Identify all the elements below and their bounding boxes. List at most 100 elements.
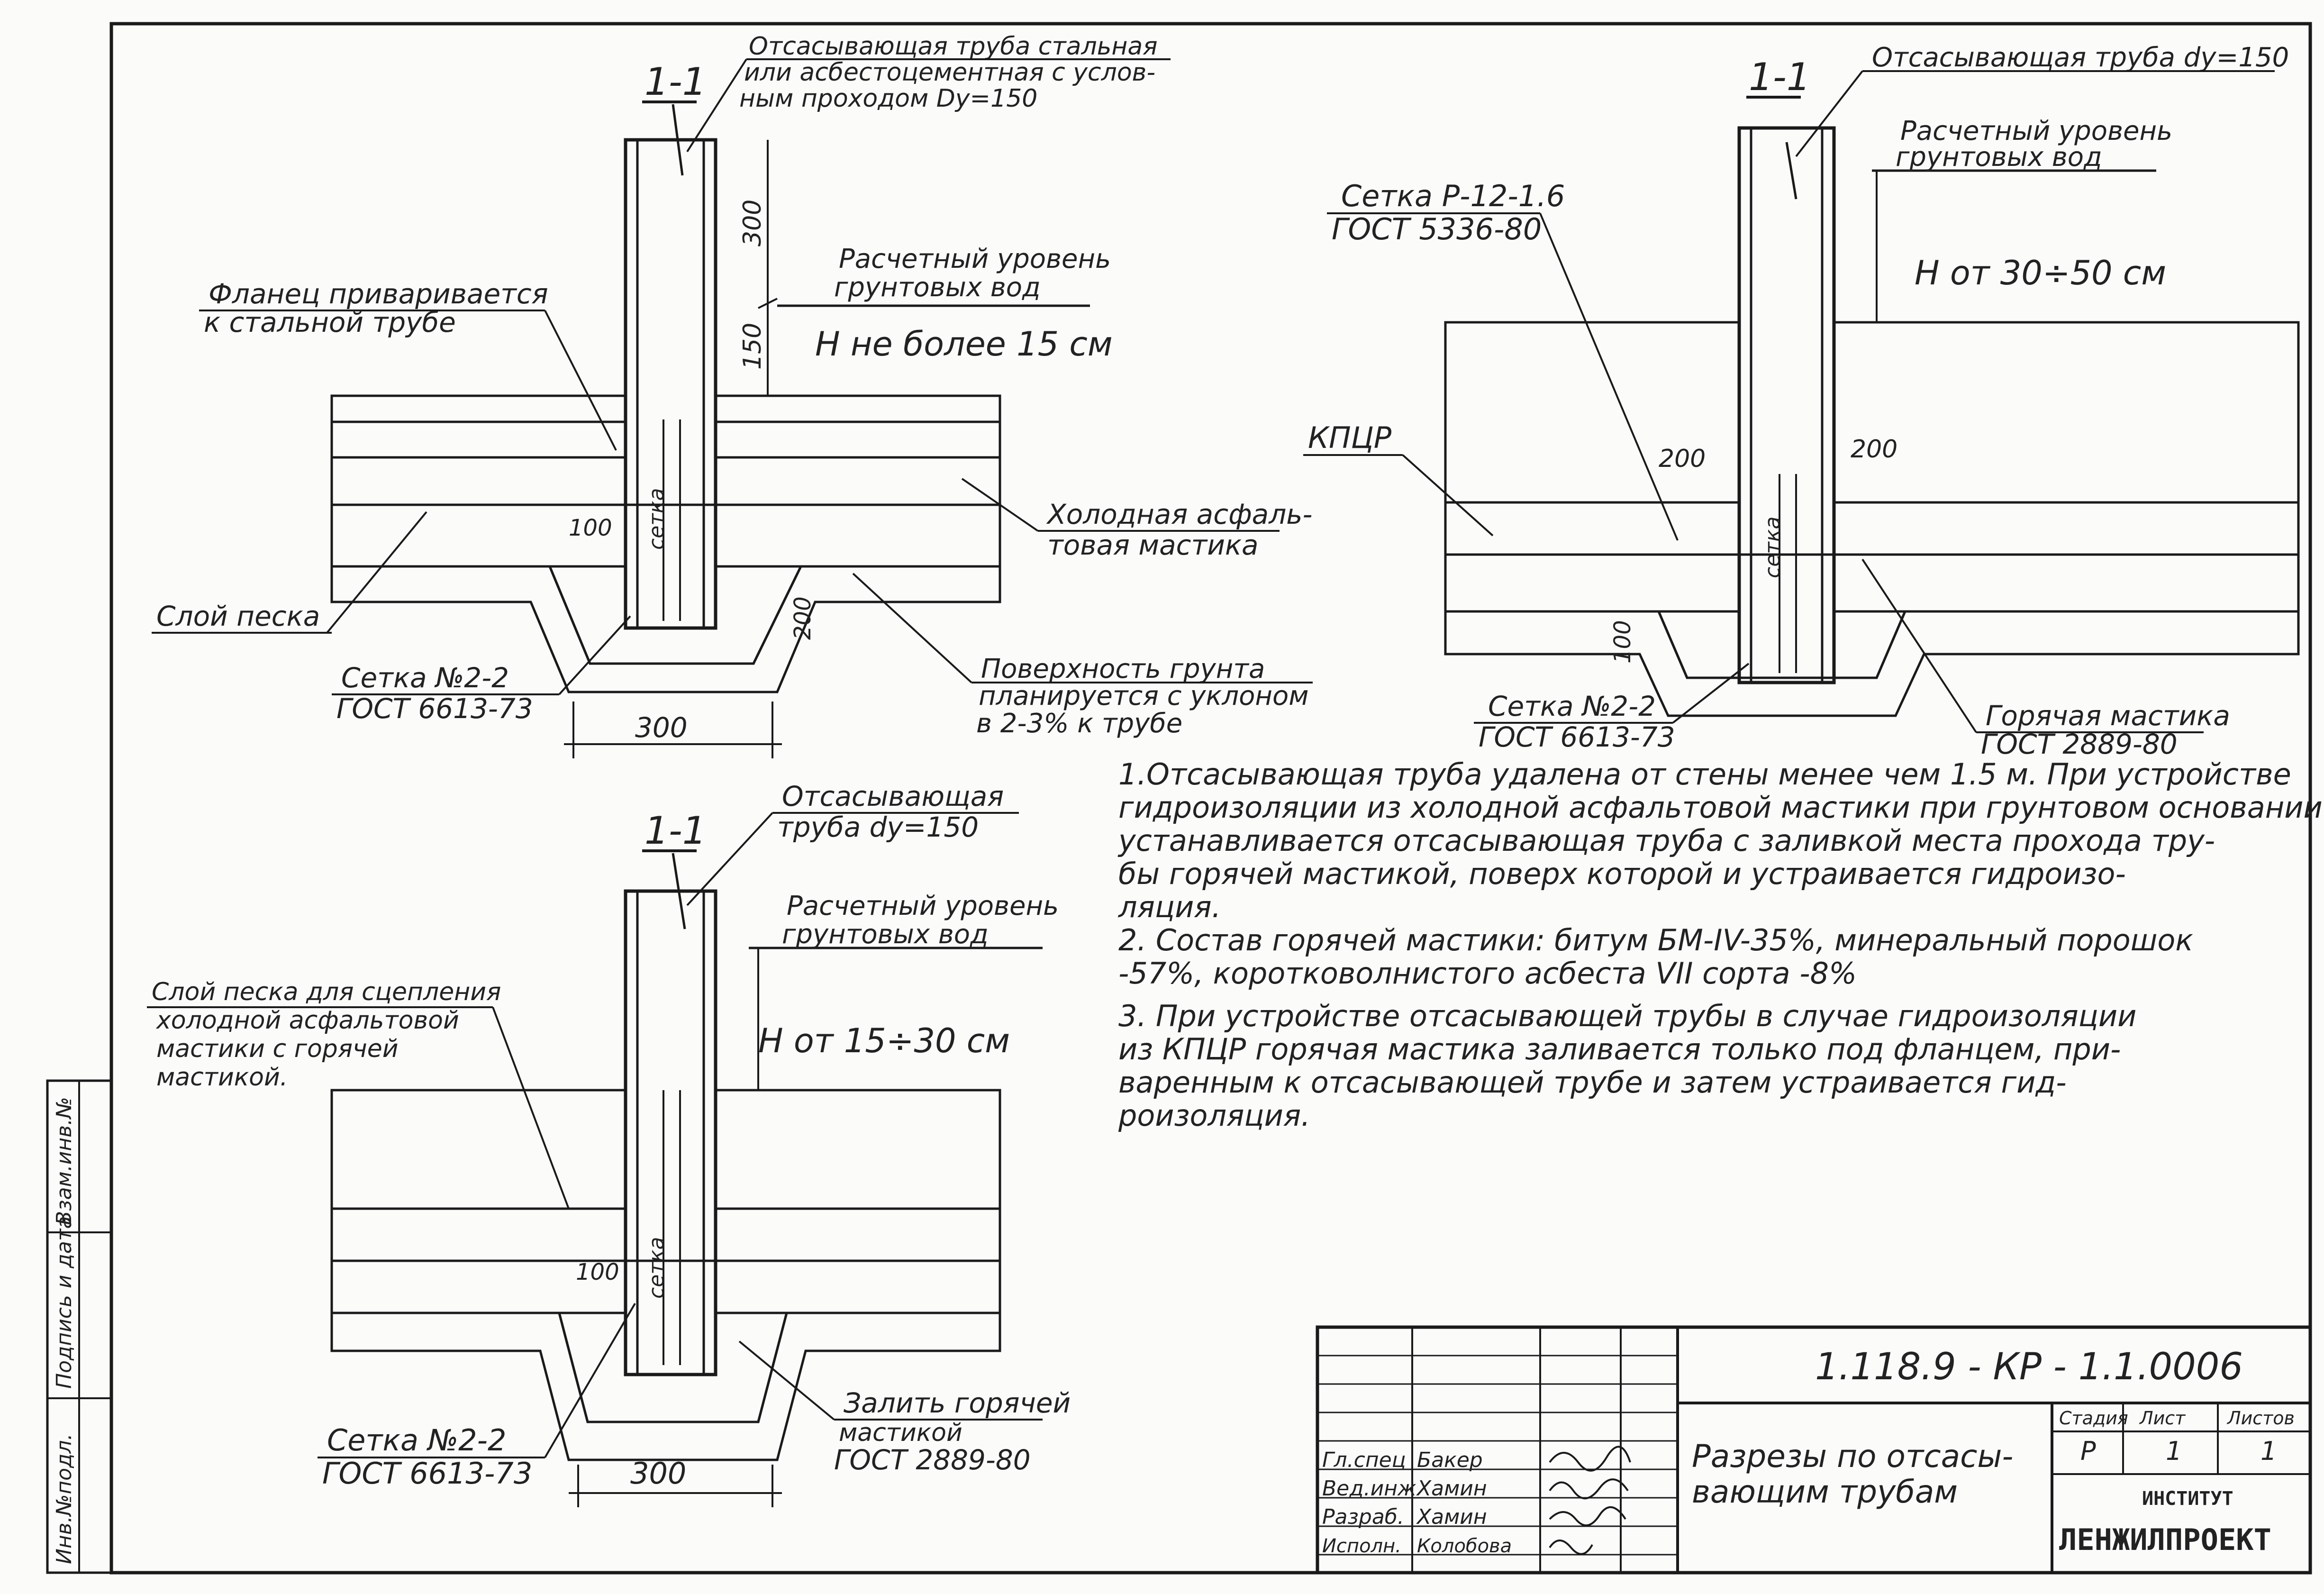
role-1: Гл.спец bbox=[1322, 1448, 1406, 1472]
role-1-name: Бакер bbox=[1417, 1448, 1483, 1472]
hot-mastic-1: Горячая мастика bbox=[1986, 700, 2230, 732]
note-2-line-2: -57%, коротковолнистого асбеста VII сорт… bbox=[1118, 956, 1857, 991]
role-3-name: Хамин bbox=[1416, 1505, 1487, 1529]
section-label: 1-1 bbox=[645, 809, 707, 853]
note-1-line-1: 1.Отсасывающая труба удалена от стены ме… bbox=[1118, 757, 2291, 792]
mesh-1: Сетка №2-2 bbox=[1488, 690, 1656, 722]
water-level-1: Расчетный уровень bbox=[787, 891, 1059, 921]
mesh-1: Сетка №2-2 bbox=[327, 1423, 506, 1457]
signature-3 bbox=[1549, 1506, 1626, 1527]
section-right: 1-1 сетка Отсасывающая труба dу=150 Расч… bbox=[1303, 42, 2300, 760]
kpcr-label: КПЦР bbox=[1308, 420, 1392, 455]
title-block: Гл.спец Бакер Вед.инж Хамин Разраб. Хами… bbox=[1316, 1325, 2312, 1575]
surface-2: планируется с уклоном bbox=[979, 681, 1309, 711]
notes: 1.Отсасывающая труба удалена от стены ме… bbox=[1117, 757, 2323, 1133]
dim-100: 100 bbox=[576, 1259, 619, 1285]
stage-value: Р bbox=[2080, 1436, 2096, 1466]
signature-1 bbox=[1549, 1446, 1631, 1472]
role-3: Разраб. bbox=[1322, 1505, 1404, 1529]
dim-200-left: 200 bbox=[1659, 445, 1706, 473]
side-strip: Инв.№подл. Подпись и дата Взам.инв.№ bbox=[52, 1097, 76, 1564]
mesh-1: Сетка №2-2 bbox=[341, 662, 509, 694]
fill-note-3: ГОСТ 2889-80 bbox=[834, 1444, 1031, 1476]
mastic-1: Холодная асфаль- bbox=[1046, 498, 1312, 530]
institute-label: ИНСТИТУТ bbox=[2142, 1488, 2233, 1510]
sheet-frame bbox=[46, 22, 2312, 1575]
pipe-note-1: Отсасывающая bbox=[782, 780, 1004, 812]
note-2-line-1: 2. Состав горячей мастики: битум БМ-IV-3… bbox=[1118, 923, 2193, 957]
stage-header: Стадия bbox=[2059, 1408, 2128, 1429]
mesh-2: ГОСТ 6613-73 bbox=[336, 692, 533, 725]
water-level-2: грунтовых вод bbox=[834, 272, 1041, 303]
pipe-note-2: или асбестоцементная с услов- bbox=[744, 58, 1155, 87]
mesh-top-1: Сетка Р-12-1.6 bbox=[1341, 179, 1565, 213]
sheets-value: 1 bbox=[2260, 1436, 2277, 1466]
drawing-code: 1.118.9 - КР - 1.1.0006 bbox=[1815, 1346, 2243, 1388]
water-level-2: грунтовых вод bbox=[782, 919, 989, 950]
pipe-word: сетка bbox=[645, 1237, 669, 1299]
mesh-2: ГОСТ 6613-73 bbox=[322, 1456, 532, 1491]
water-level-1: Расчетный уровень bbox=[1900, 116, 2172, 146]
surface-1: Поверхность грунта bbox=[981, 654, 1265, 684]
sand-note-4: мастикой. bbox=[156, 1063, 288, 1092]
h-note: H от 30÷50 см bbox=[1915, 254, 2166, 292]
dim-200-right: 200 bbox=[1851, 435, 1897, 464]
fill-note-1: Залить горячей bbox=[844, 1387, 1071, 1419]
section-label: 1-1 bbox=[645, 60, 707, 104]
sand-note-1: Слой песка для сцепления bbox=[152, 978, 501, 1006]
note-1-line-2: гидроизоляции из холодной асфальтовой ма… bbox=[1118, 790, 2323, 825]
mastic-2: товая мастика bbox=[1047, 529, 1259, 561]
pipe-note-2: труба dу=150 bbox=[777, 811, 979, 843]
signature-2 bbox=[1549, 1478, 1629, 1500]
surface-3: в 2-3% к трубе bbox=[976, 708, 1182, 739]
fill-note-2: мастикой bbox=[839, 1419, 962, 1447]
note-3-line-1: 3. При устройстве отсасывающей трубы в с… bbox=[1118, 999, 2136, 1033]
pipe-word: сетка bbox=[645, 488, 669, 550]
sand-note-2: холодной асфальтовой bbox=[155, 1006, 459, 1035]
dim-150: 150 bbox=[738, 323, 767, 370]
h-note: H не более 15 см bbox=[815, 325, 1113, 364]
role-4: Исполн. bbox=[1322, 1535, 1401, 1557]
section-label: 1-1 bbox=[1749, 55, 1811, 99]
role-2: Вед.инж bbox=[1322, 1476, 1416, 1501]
drawing-title-1: Разрезы по отсасы- bbox=[1692, 1438, 2013, 1475]
section-bottom-left: 1-1 сетка Отсасывающая труба dу=150 Расч… bbox=[147, 780, 1071, 1507]
section-top-left: 1-1 сетка 300 150 Расчетный уровень грун… bbox=[152, 32, 1313, 758]
note-3-line-4: роизоляция. bbox=[1118, 1098, 1310, 1133]
role-2-name: Хамин bbox=[1416, 1476, 1487, 1501]
pipe-note-1: Отсасывающая труба стальная bbox=[749, 32, 1158, 61]
sheets-header: Листов bbox=[2226, 1408, 2295, 1429]
dim-300-horizontal: 300 bbox=[635, 711, 688, 744]
sheet-value: 1 bbox=[2166, 1436, 2182, 1466]
dim-100: 100 bbox=[569, 515, 612, 541]
side-strip-replace: Взам.инв.№ bbox=[52, 1097, 76, 1225]
side-strip-sign: Подпись и дата bbox=[52, 1216, 76, 1389]
sheet-header: Лист bbox=[2139, 1408, 2186, 1429]
dim-100: 100 bbox=[1609, 620, 1636, 664]
note-3-line-3: варенным к отсасывающей трубе и затем ус… bbox=[1118, 1065, 2067, 1100]
flange-note-1: Фланец приваривается bbox=[209, 278, 548, 310]
institute-name: ЛЕНЖИЛПРОЕКТ bbox=[2059, 1522, 2271, 1557]
water-level-2: грунтовых вод bbox=[1896, 142, 2102, 173]
signature-4 bbox=[1549, 1539, 1593, 1555]
note-1-line-4: бы горячей мастикой, поверх которой и ус… bbox=[1118, 856, 2126, 891]
mesh-2: ГОСТ 6613-73 bbox=[1479, 721, 1675, 753]
h-note: H от 15÷30 см bbox=[758, 1021, 1010, 1060]
hot-mastic-2: ГОСТ 2889-80 bbox=[1981, 728, 2178, 760]
flange-note-2: к стальной трубе bbox=[204, 306, 456, 338]
sand-label: Слой песка bbox=[156, 600, 320, 632]
note-3-line-2: из КПЦР горячая мастика заливается тольк… bbox=[1118, 1032, 2121, 1066]
sand-note-3: мастики с горячей bbox=[156, 1035, 399, 1063]
water-level-1: Расчетный уровень bbox=[839, 244, 1111, 274]
drawing-title-2: вающим трубам bbox=[1692, 1474, 1958, 1510]
note-1-line-5: ляция. bbox=[1118, 890, 1221, 924]
pipe-word: сетка bbox=[1761, 517, 1785, 578]
note-1-line-3: устанавливается отсасывающая труба с зал… bbox=[1117, 823, 2215, 858]
pipe-note: Отсасывающая труба dу=150 bbox=[1872, 42, 2289, 73]
dim-300-horizontal: 300 bbox=[630, 1456, 686, 1491]
role-4-name: Колобова bbox=[1417, 1535, 1512, 1557]
mesh-top-2: ГОСТ 5336-80 bbox=[1332, 212, 1542, 246]
side-strip-inv: Инв.№подл. bbox=[52, 1433, 76, 1564]
dim-200: 200 bbox=[790, 596, 816, 640]
